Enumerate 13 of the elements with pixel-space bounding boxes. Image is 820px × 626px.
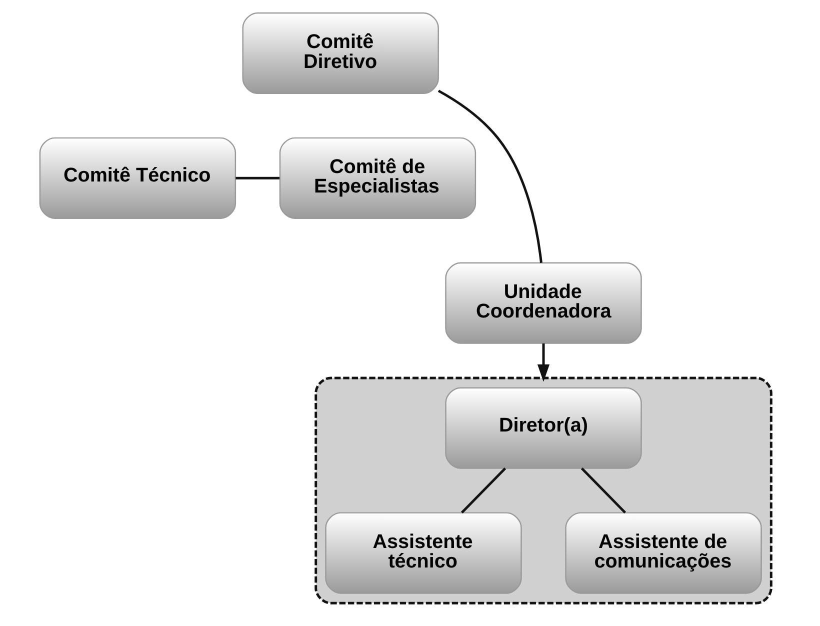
cluster: [314, 376, 772, 604]
connector: [580, 468, 626, 514]
node-box: Comitê de Especialistas: [278, 137, 476, 219]
connector: [235, 176, 279, 180]
node-box: Assistente técnico: [324, 512, 522, 594]
node-box: Comitê Diretivo: [242, 12, 438, 94]
connector: [460, 468, 506, 514]
node-box: Diretor(a): [444, 387, 642, 469]
node-box: Unidade Coordenadora: [444, 262, 642, 344]
node-box: Comitê Técnico: [38, 137, 236, 219]
node-box: Assistente de comunicações: [564, 512, 762, 594]
connector: [437, 90, 542, 263]
arrow: [536, 343, 550, 382]
